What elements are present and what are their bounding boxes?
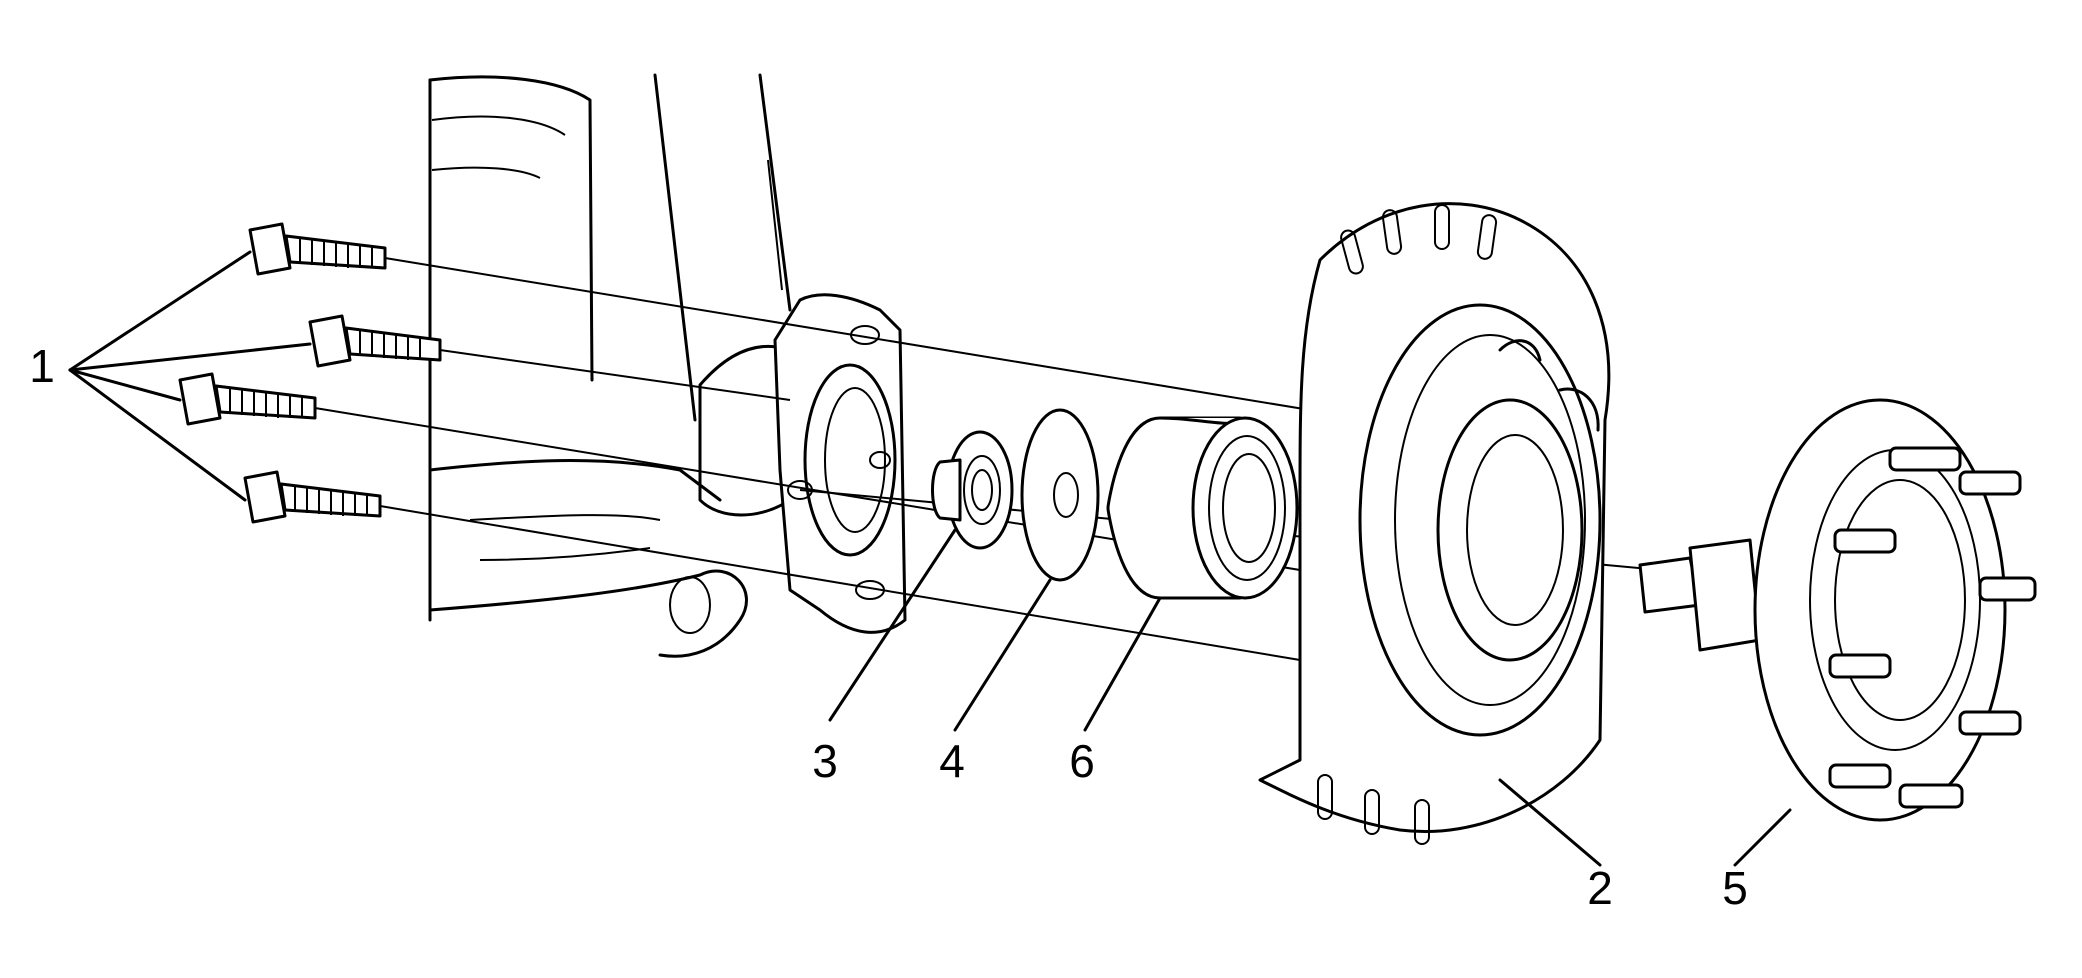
leader-lines-1 bbox=[68, 250, 312, 502]
wheel-bearing bbox=[1106, 416, 1299, 600]
bolt-1b bbox=[308, 314, 442, 368]
callout-2: 2 bbox=[1587, 862, 1613, 914]
seal bbox=[931, 430, 1014, 550]
backing-plate bbox=[1258, 202, 1611, 845]
leader-lines bbox=[828, 528, 1792, 867]
wheel-studs bbox=[1828, 446, 2037, 809]
callout-3: 3 bbox=[812, 735, 838, 787]
bolt-1c bbox=[178, 372, 317, 426]
callout-5: 5 bbox=[1722, 862, 1748, 914]
callout-6: 6 bbox=[1069, 735, 1095, 787]
bearing-flange bbox=[773, 293, 907, 634]
wheel-hub bbox=[1638, 398, 2037, 822]
callout-1: 1 bbox=[29, 340, 55, 392]
callout-4: 4 bbox=[939, 735, 965, 787]
washer bbox=[1020, 408, 1100, 582]
bolt-1d bbox=[243, 470, 382, 524]
bolt-set bbox=[178, 222, 442, 524]
knuckle-housing bbox=[428, 73, 792, 658]
bolt-1a bbox=[248, 222, 387, 276]
